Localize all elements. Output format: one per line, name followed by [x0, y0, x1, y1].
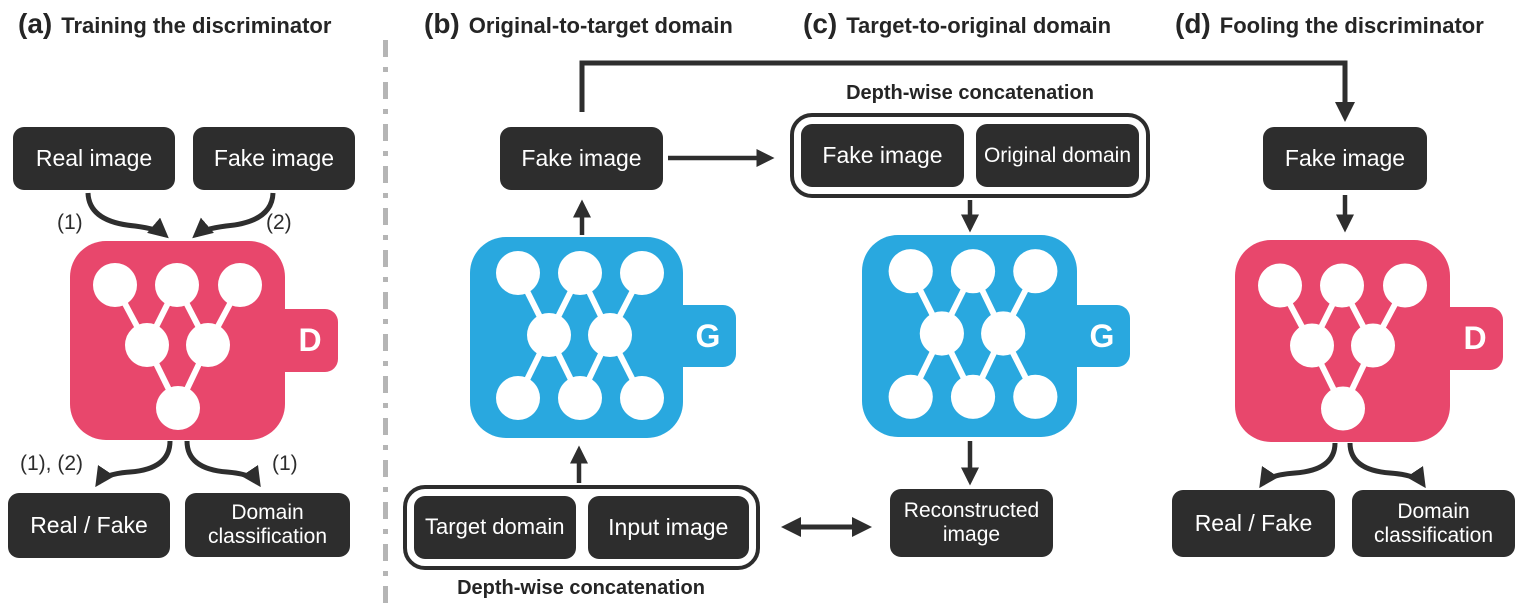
- arrow-discriminator-d-to-domain-classification: [1347, 442, 1426, 489]
- discriminator-network-icon: [1258, 263, 1427, 431]
- generator-network-icon: [888, 249, 1058, 419]
- generator-b: G: [470, 237, 736, 438]
- panel-a-tag: (a): [18, 8, 53, 39]
- depthwise-concat-caption-c: Depth-wise concatenation: [846, 82, 1094, 104]
- panel-d-title: (d) Fooling the discriminator: [1175, 8, 1484, 40]
- domain-classification-box-d: Domain classification: [1352, 490, 1515, 557]
- reconstructed-image-box: Reconstructed image: [890, 489, 1053, 557]
- domain-classification-box-a: Domain classification: [185, 493, 350, 557]
- real-fake-output-box-d: Real / Fake: [1172, 490, 1335, 557]
- discriminator-a: D: [70, 241, 338, 440]
- arrow-fake-image-to-discriminator: [192, 192, 276, 239]
- fake-image-box-c: Fake image: [801, 124, 964, 187]
- panel-d-tag: (d): [1175, 8, 1211, 39]
- panel-a-title-text: Training the discriminator: [61, 13, 332, 38]
- generator-c-label: G: [1089, 317, 1115, 354]
- panel-b-title-text: Original-to-target domain: [468, 13, 733, 38]
- discriminator-a-tab: D: [282, 309, 338, 372]
- fake-image-box-a: Fake image: [193, 127, 355, 190]
- panel-divider: [383, 40, 388, 609]
- arrow-real-image-to-discriminator: [85, 192, 169, 239]
- discriminator-network-icon: [93, 263, 262, 430]
- generator-c-tab: G: [1074, 305, 1130, 367]
- discriminator-a-label: D: [298, 322, 322, 358]
- fake-image-box-b: Fake image: [500, 127, 663, 190]
- generator-c: G: [862, 235, 1130, 437]
- panel-c-title-text: Target-to-original domain: [846, 13, 1112, 38]
- discriminator-d-label: D: [1463, 320, 1487, 356]
- discriminator-d-tab: D: [1447, 307, 1503, 370]
- discriminator-d: D: [1235, 240, 1503, 442]
- real-fake-output-box-a: Real / Fake: [8, 493, 170, 558]
- panel-c-title: (c) Target-to-original domain: [803, 8, 1111, 40]
- arrow-discriminator-d-to-real-fake: [1259, 442, 1338, 489]
- loss-label-2-in: (2): [266, 211, 292, 234]
- input-image-box: Input image: [587, 496, 749, 559]
- generator-b-tab: G: [680, 305, 736, 367]
- depthwise-concat-container-b: Target domain Input image: [403, 485, 760, 570]
- panel-b-title: (b) Original-to-target domain: [424, 8, 733, 40]
- loss-label-1-in: (1): [57, 211, 83, 234]
- arrow-discriminator-to-real-fake: [95, 440, 173, 488]
- depthwise-concat-container-c: Fake image Original domain: [790, 113, 1150, 198]
- original-domain-box: Original domain: [976, 124, 1139, 187]
- generator-b-label: G: [695, 317, 721, 354]
- arrow-discriminator-to-domain-classification: [184, 440, 261, 488]
- loss-label-out-right: (1): [272, 452, 298, 475]
- depthwise-concat-caption-b: Depth-wise concatenation: [457, 577, 705, 599]
- real-image-box: Real image: [13, 127, 175, 190]
- panel-b-tag: (b): [424, 8, 460, 39]
- target-domain-box: Target domain: [414, 496, 576, 559]
- panel-d-title-text: Fooling the discriminator: [1219, 13, 1484, 38]
- panel-c-tag: (c): [803, 8, 838, 39]
- generator-network-icon: [496, 251, 664, 420]
- loss-label-out-left: (1), (2): [20, 452, 83, 475]
- fake-image-box-d: Fake image: [1263, 127, 1427, 190]
- panel-a-title: (a) Training the discriminator: [18, 8, 331, 40]
